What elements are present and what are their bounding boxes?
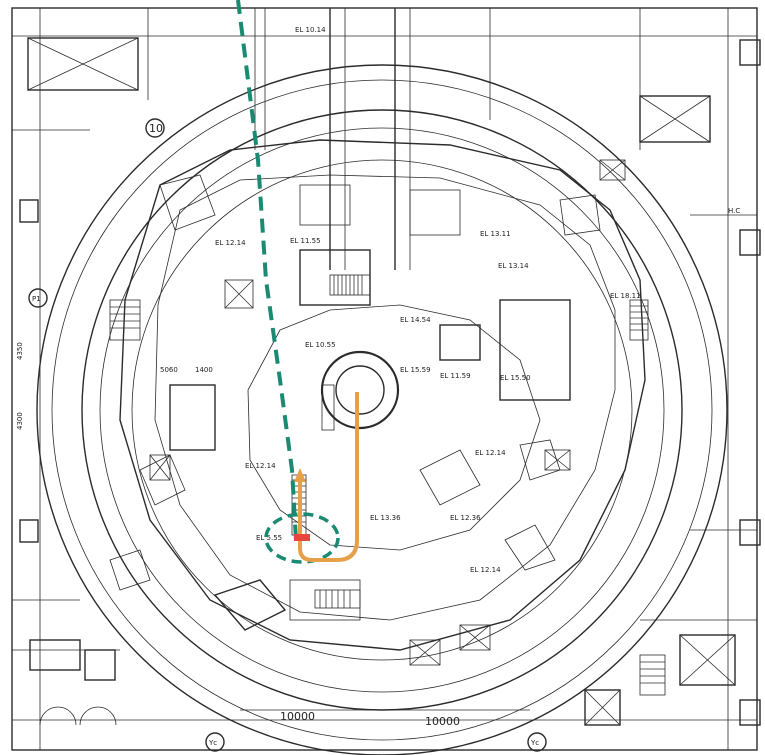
dimension-5060: 5060 xyxy=(160,366,178,374)
interior-walls xyxy=(109,139,646,651)
grid-bubble-p1: P1 xyxy=(28,288,48,308)
grid-label-yc-left: Yc xyxy=(208,739,217,747)
grid-bubble-yc-left: Yc xyxy=(205,732,225,752)
stair-3 xyxy=(314,589,361,609)
elevation-label: EL 14.54 xyxy=(400,316,431,324)
central-vessel xyxy=(320,350,400,431)
elevation-label: EL 15.50 xyxy=(500,374,531,382)
dimension-4300: 4300 xyxy=(16,412,24,430)
stair-blocks xyxy=(109,274,666,696)
elevation-label: EL 18.11 xyxy=(610,292,641,300)
elevation-label: EL 12.14 xyxy=(475,449,506,457)
stair-5 xyxy=(639,654,666,696)
stair-6 xyxy=(109,299,141,341)
elevation-label: EL 10.55 xyxy=(305,341,336,349)
vertical-shafts xyxy=(254,8,411,270)
stair-1 xyxy=(329,274,371,296)
elevation-labels: EL 12.14 EL 12.14 EL 11.55 EL 14.54 EL 1… xyxy=(215,26,641,574)
grid-bubble-yc-right: Yc xyxy=(527,732,547,752)
elevation-label: EL 12.14 xyxy=(215,239,246,247)
elevation-label: EL 13.36 xyxy=(370,514,401,522)
equipment-markers xyxy=(149,159,626,666)
dimension-left: 10000 xyxy=(280,710,315,723)
dashed-route-line xyxy=(236,0,298,541)
elevation-label: EL 12.14 xyxy=(470,566,501,574)
elevation-label: EL 10.14 xyxy=(295,26,326,34)
stair-7 xyxy=(224,279,254,309)
elevation-label: EL 5.55 xyxy=(256,534,282,542)
grid-label-yc-right: Yc xyxy=(530,739,539,747)
grid-label-p1: P1 xyxy=(32,295,41,303)
elevation-label: EL 11.55 xyxy=(290,237,321,245)
red-location-marker xyxy=(294,534,310,541)
elevation-label: EL 13.11 xyxy=(480,230,511,238)
elevation-label: EL 12.14 xyxy=(245,462,276,470)
orange-route-arrowhead xyxy=(294,468,306,482)
elevation-label: EL 15.59 xyxy=(400,366,431,374)
dimension-1400: 1400 xyxy=(195,366,213,374)
elevation-label: EL 12.36 xyxy=(450,514,481,522)
elevation-label: EL 13.14 xyxy=(498,262,529,270)
grid-bubble-10: 10 xyxy=(145,118,165,138)
dimension-labels: 10000 10000 4350 4300 1400 5060 H.C xyxy=(16,207,740,728)
stair-4 xyxy=(629,299,649,341)
label-hc: H.C xyxy=(728,207,740,215)
elevation-label: EL 11.59 xyxy=(440,372,471,380)
circular-walls xyxy=(36,64,728,755)
grid-label-10: 10 xyxy=(149,122,163,135)
corner-rooms xyxy=(19,37,761,726)
dimension-right: 10000 xyxy=(425,715,460,728)
highlight-ellipse xyxy=(264,512,340,564)
dimension-4350: 4350 xyxy=(16,342,24,360)
orange-route-line xyxy=(298,392,359,562)
